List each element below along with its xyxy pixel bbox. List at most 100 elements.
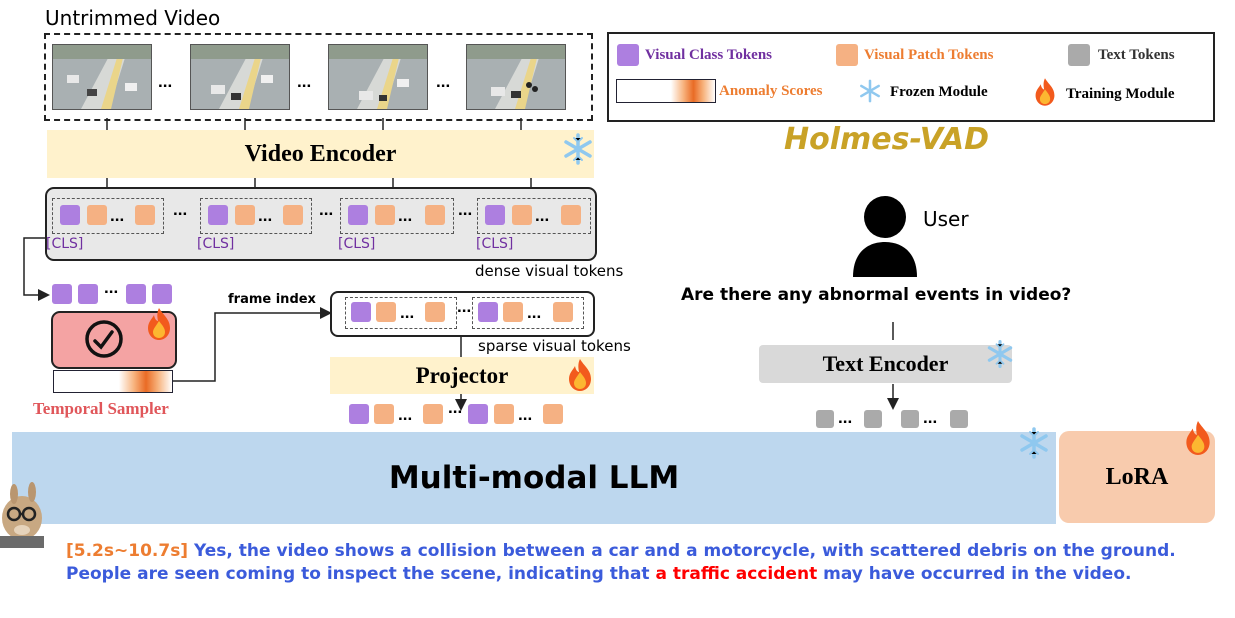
legend-anomaly-scores: Anomaly Scores — [719, 83, 823, 99]
video-encoder-block: Video Encoder — [47, 130, 594, 178]
lora-block: LoRA — [1059, 431, 1215, 523]
legend-frozen: Frozen Module — [890, 84, 988, 100]
ellipsis: ... — [838, 408, 853, 427]
patch-token — [543, 404, 563, 424]
patch-token — [283, 205, 303, 225]
patch-token — [425, 205, 445, 225]
ellipsis: ... — [923, 408, 938, 427]
ellipsis: ... — [518, 405, 533, 424]
patch-token — [425, 302, 445, 322]
frame-index-label: frame index — [228, 292, 316, 307]
video-frame — [328, 44, 428, 110]
class-token — [60, 205, 80, 225]
answer-text-part2: may have occurred in the video. — [817, 564, 1132, 584]
snowflake-icon — [987, 340, 1013, 368]
patch-token — [512, 205, 532, 225]
text-token — [864, 410, 882, 428]
text-token — [950, 410, 968, 428]
dense-tokens-label: dense visual tokens — [475, 262, 624, 280]
legend-visual-class: Visual Class Tokens — [645, 47, 773, 63]
temporal-sampler-block — [51, 311, 177, 369]
legend-swatch-text — [1068, 44, 1090, 66]
token-group — [340, 198, 454, 234]
cls-label: [CLS] — [338, 236, 376, 252]
llm-block: Multi-modal LLM — [12, 432, 1056, 524]
answer-text-part1: Yes, the video shows a collision between… — [66, 541, 1176, 584]
ellipsis: ... — [448, 398, 463, 417]
patch-token — [374, 404, 394, 424]
snowflake-icon — [564, 133, 592, 165]
legend-anomaly-bar — [616, 79, 716, 103]
user-label: User — [923, 207, 969, 231]
class-token — [208, 205, 228, 225]
patch-token — [561, 205, 581, 225]
class-token — [478, 302, 498, 322]
video-frame — [466, 44, 566, 110]
ellipsis: ... — [173, 200, 188, 219]
ellipsis: ... — [398, 405, 413, 424]
user-icon — [853, 196, 917, 277]
legend-training: Training Module — [1066, 86, 1175, 102]
token-group — [52, 198, 164, 234]
ellipsis: ... — [458, 200, 473, 219]
ellipsis: ... — [110, 206, 125, 225]
ellipsis: ... — [535, 206, 550, 225]
untrimmed-video-label: Untrimmed Video — [45, 6, 221, 30]
patch-token — [375, 205, 395, 225]
legend-box — [607, 32, 1215, 122]
snowflake-icon — [860, 79, 880, 103]
video-frames-box — [44, 33, 593, 121]
text-encoder-block: Text Encoder — [759, 345, 1012, 383]
snowflake-icon — [1020, 427, 1048, 459]
ellipsis: ... — [400, 303, 415, 322]
token-group — [477, 198, 591, 234]
ellipsis: ... — [258, 206, 273, 225]
user-question: Are there any abnormal events in video? — [681, 285, 1072, 305]
legend-swatch-patch — [836, 44, 858, 66]
fire-icon — [569, 359, 591, 391]
fire-icon — [148, 308, 170, 340]
class-token — [485, 205, 505, 225]
patch-token — [235, 205, 255, 225]
fire-icon — [1035, 78, 1055, 106]
text-token — [816, 410, 834, 428]
answer-highlight: a traffic accident — [655, 564, 818, 584]
ellipsis: ... — [158, 72, 173, 91]
ellipsis: ... — [527, 303, 542, 322]
video-frame — [190, 44, 290, 110]
clock-icon — [85, 320, 123, 358]
patch-token — [87, 205, 107, 225]
patch-token — [553, 302, 573, 322]
ellipsis: ... — [436, 72, 451, 91]
legend-text-tokens: Text Tokens — [1098, 47, 1175, 63]
patch-token — [135, 205, 155, 225]
class-token — [78, 284, 98, 304]
projector-block: Projector — [330, 357, 594, 394]
cls-label: [CLS] — [197, 236, 235, 252]
ellipsis: ... — [457, 297, 472, 316]
diagram-title: Holmes-VAD — [784, 122, 990, 157]
sparse-tokens-label: sparse visual tokens — [478, 337, 631, 355]
class-token — [351, 302, 371, 322]
cls-label: [CLS] — [46, 236, 84, 252]
legend-swatch-class — [617, 44, 639, 66]
temporal-sampler-label: Temporal Sampler — [33, 399, 169, 418]
llama-avatar-icon — [0, 482, 44, 548]
patch-token — [376, 302, 396, 322]
token-group — [200, 198, 312, 234]
fire-icon — [1186, 421, 1210, 455]
anomaly-score-bar — [53, 370, 173, 393]
ellipsis: ... — [104, 278, 119, 297]
llm-answer: [5.2s~10.7s] Yes, the video shows a coll… — [66, 540, 1226, 586]
cls-label: [CLS] — [476, 236, 514, 252]
text-token — [901, 410, 919, 428]
legend-visual-patch: Visual Patch Tokens — [864, 47, 994, 63]
sparse-tokens-container — [330, 291, 595, 337]
ellipsis: ... — [398, 206, 413, 225]
answer-time-range: [5.2s~10.7s] — [66, 541, 189, 561]
class-token — [348, 205, 368, 225]
ellipsis: ... — [297, 72, 312, 91]
token-group — [345, 297, 457, 329]
